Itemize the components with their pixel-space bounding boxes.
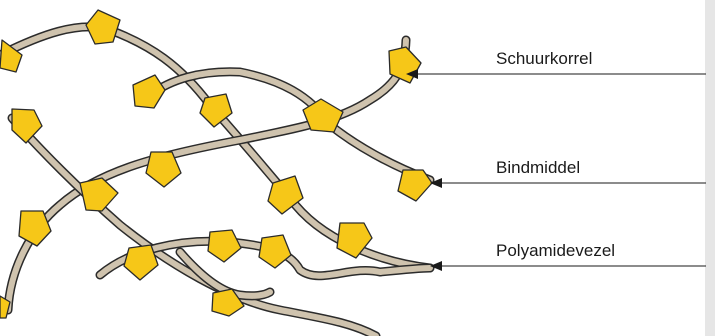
abrasive-grain: [336, 222, 373, 259]
side-strip: [705, 0, 715, 336]
abrasive-grain: [207, 229, 242, 263]
fiber: [97, 238, 433, 279]
abrasive-grain: [0, 295, 11, 319]
arrowhead: [430, 261, 442, 271]
abrasive-grain: [18, 210, 52, 247]
abrasive-grain: [123, 244, 159, 281]
abrasive-grain: [302, 98, 344, 133]
fiber: [147, 68, 433, 183]
fiber: [9, 115, 379, 336]
label-polyamide-fiber: Polyamidevezel: [496, 241, 615, 260]
leader-lines: [406, 69, 706, 271]
labels: Schuurkorrel Bindmiddel Polyamidevezel: [496, 49, 615, 260]
abrasive-grain: [145, 151, 182, 188]
label-abrasive-grain: Schuurkorrel: [496, 49, 592, 68]
abrasive-grain: [267, 175, 304, 215]
abrasive-grain: [0, 39, 23, 73]
arrowhead: [430, 178, 442, 188]
abrasive-grain: [258, 234, 292, 269]
abrasive-grain: [11, 108, 43, 144]
abrasive-grain: [211, 288, 245, 317]
abrasive-grains: [0, 9, 433, 319]
fiber: [177, 249, 273, 299]
fibers: [0, 22, 435, 336]
abrasive-grain: [85, 9, 121, 45]
abrasive-grain: [397, 169, 433, 202]
arrowhead: [406, 69, 418, 79]
label-binder: Bindmiddel: [496, 158, 580, 177]
abrasive-grain: [199, 93, 233, 128]
abrasive-grain: [79, 177, 119, 212]
abrasive-grain: [132, 74, 166, 109]
